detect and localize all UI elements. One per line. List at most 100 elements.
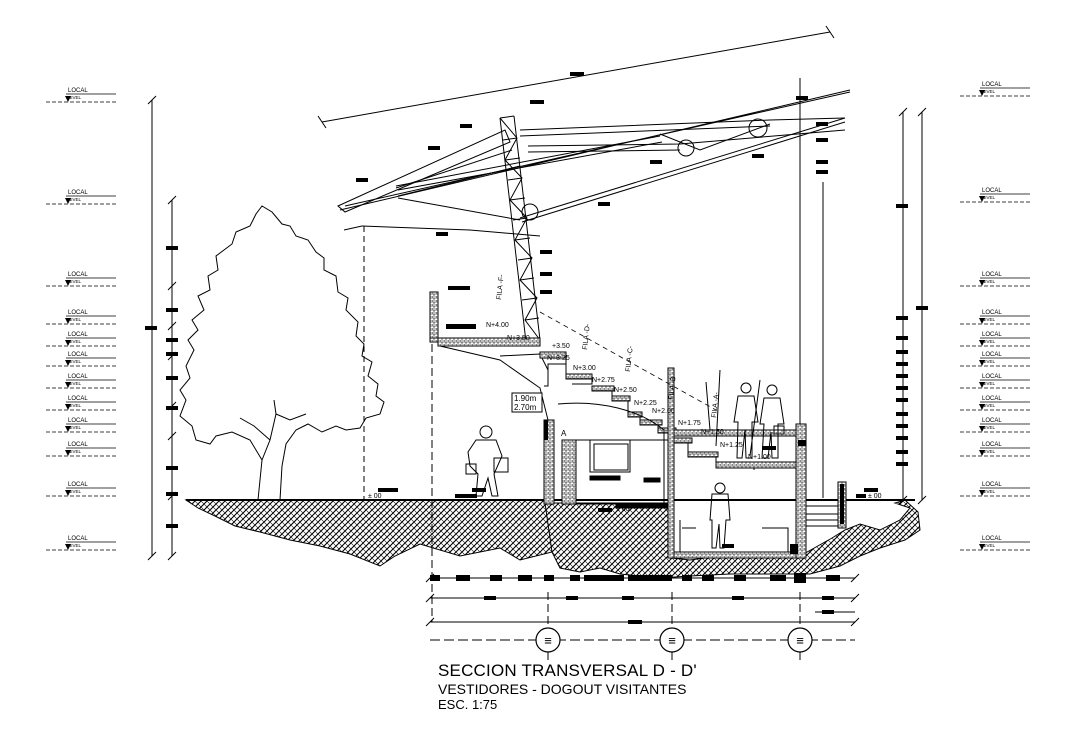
- level-tag-nivel: NIVEL: [68, 381, 82, 386]
- level-mark-n350-b: +3.50: [552, 343, 570, 350]
- ground-section: [184, 499, 921, 579]
- level-tag-nivel: NIVEL: [68, 95, 82, 100]
- person-visitor-left: [465, 425, 509, 497]
- svg-text:≡: ≡: [544, 633, 552, 648]
- zero-mark-center: ± 00: [616, 506, 630, 513]
- drawing-title: SECCION TRANSVERSAL D - D': [438, 661, 697, 680]
- level-tag-nivel: NIVEL: [68, 449, 82, 454]
- level-tag-local: LOCAL: [982, 310, 1002, 316]
- level-mark-n100: N+1.00: [748, 454, 771, 461]
- level-tag-nivel: NIVEL: [982, 425, 996, 430]
- level-tag-local: LOCAL: [982, 374, 1002, 380]
- section-marker-a: A: [561, 429, 567, 438]
- level-tag-local: LOCAL: [982, 418, 1002, 424]
- level-tag-local: LOCAL: [68, 442, 88, 448]
- level-tag-nivel: NIVEL: [982, 403, 996, 408]
- level-tag-nivel: NIVEL: [68, 403, 82, 408]
- level-tag-local: LOCAL: [982, 396, 1002, 402]
- axis-label-fila-f: FILA -F-: [496, 274, 506, 301]
- level-mark-n275: N+2.75: [592, 377, 615, 384]
- level-tag-nivel: NIVEL: [68, 317, 82, 322]
- level-tag-local: LOCAL: [68, 418, 88, 424]
- left-dimension-values: [145, 246, 178, 528]
- axis-label-fila-a: FILA -A-: [711, 391, 721, 418]
- level-tag-local: LOCAL: [68, 190, 88, 196]
- level-tag-nivel: NIVEL: [982, 359, 996, 364]
- bottom-dimension-values: [430, 573, 840, 624]
- level-mark-n175: N+1.75: [678, 420, 701, 427]
- level-tag-nivel: NIVEL: [982, 89, 996, 94]
- level-tag-nivel: NIVEL: [68, 543, 82, 548]
- zero-mark-left: ± 00: [368, 493, 382, 500]
- level-tag-local: LOCAL: [982, 442, 1002, 448]
- level-tag-local: LOCAL: [68, 272, 88, 278]
- grid-bubble-3: ≡: [787, 627, 813, 653]
- level-tag-nivel: NIVEL: [68, 339, 82, 344]
- level-mark-n350: N+3.50: [507, 335, 530, 342]
- right-level-tags: LOCALNIVELLOCALNIVELLOCALNIVELLOCALNIVEL…: [960, 82, 1030, 551]
- drawing-subtitle: VESTIDORES - DOGOUT VISITANTES: [438, 681, 687, 697]
- left-level-tags: LOCALNIVELLOCALNIVELLOCALNIVELLOCALNIVEL…: [46, 88, 116, 551]
- level-tag-local: LOCAL: [68, 482, 88, 488]
- level-tag-nivel: NIVEL: [982, 195, 996, 200]
- roof-structure: [317, 25, 851, 622]
- level-tag-local: LOCAL: [68, 310, 88, 316]
- level-tag-local: LOCAL: [68, 536, 88, 542]
- level-tag-local: LOCAL: [982, 352, 1002, 358]
- grid-axes: [430, 592, 855, 660]
- level-tag-nivel: NIVEL: [982, 381, 996, 386]
- axis-label-fila-b: FILA -B-: [668, 373, 678, 400]
- stands-structure: [429, 291, 847, 559]
- svg-text:≡: ≡: [796, 633, 804, 648]
- height-label-box: 1.90m 2.70m: [511, 392, 543, 413]
- level-mark-n150: N+1.50: [701, 429, 724, 436]
- grid-bubble-2: ≡: [659, 627, 685, 653]
- level-mark-n325: N+3.25: [547, 355, 570, 362]
- level-tag-nivel: NIVEL: [68, 197, 82, 202]
- level-mark-n300: N+3.00: [573, 365, 596, 372]
- level-tag-local: LOCAL: [982, 272, 1002, 278]
- axis-label-fila-c: FILA -C-: [625, 345, 635, 372]
- level-tag-nivel: NIVEL: [982, 489, 996, 494]
- level-tag-local: LOCAL: [982, 332, 1002, 338]
- right-dimension-values: [816, 122, 928, 466]
- person-locker-room: [709, 482, 731, 549]
- level-tag-nivel: NIVEL: [982, 449, 996, 454]
- lattice-mast: [499, 115, 541, 343]
- person-spectator-2: [759, 384, 785, 459]
- level-tag-nivel: NIVEL: [982, 339, 996, 344]
- level-tag-nivel: NIVEL: [68, 425, 82, 430]
- level-mark-n225: N+2.25: [634, 400, 657, 407]
- level-tag-local: LOCAL: [68, 332, 88, 338]
- level-tag-nivel: NIVEL: [68, 359, 82, 364]
- grid-bubble-1: ≡: [535, 627, 561, 653]
- level-tag-nivel: NIVEL: [68, 489, 82, 494]
- height-label-270: 2.70m: [514, 403, 537, 412]
- level-tag-local: LOCAL: [68, 88, 88, 94]
- level-tag-local: LOCAL: [68, 396, 88, 402]
- svg-text:≡: ≡: [668, 633, 676, 648]
- level-tag-local: LOCAL: [982, 188, 1002, 194]
